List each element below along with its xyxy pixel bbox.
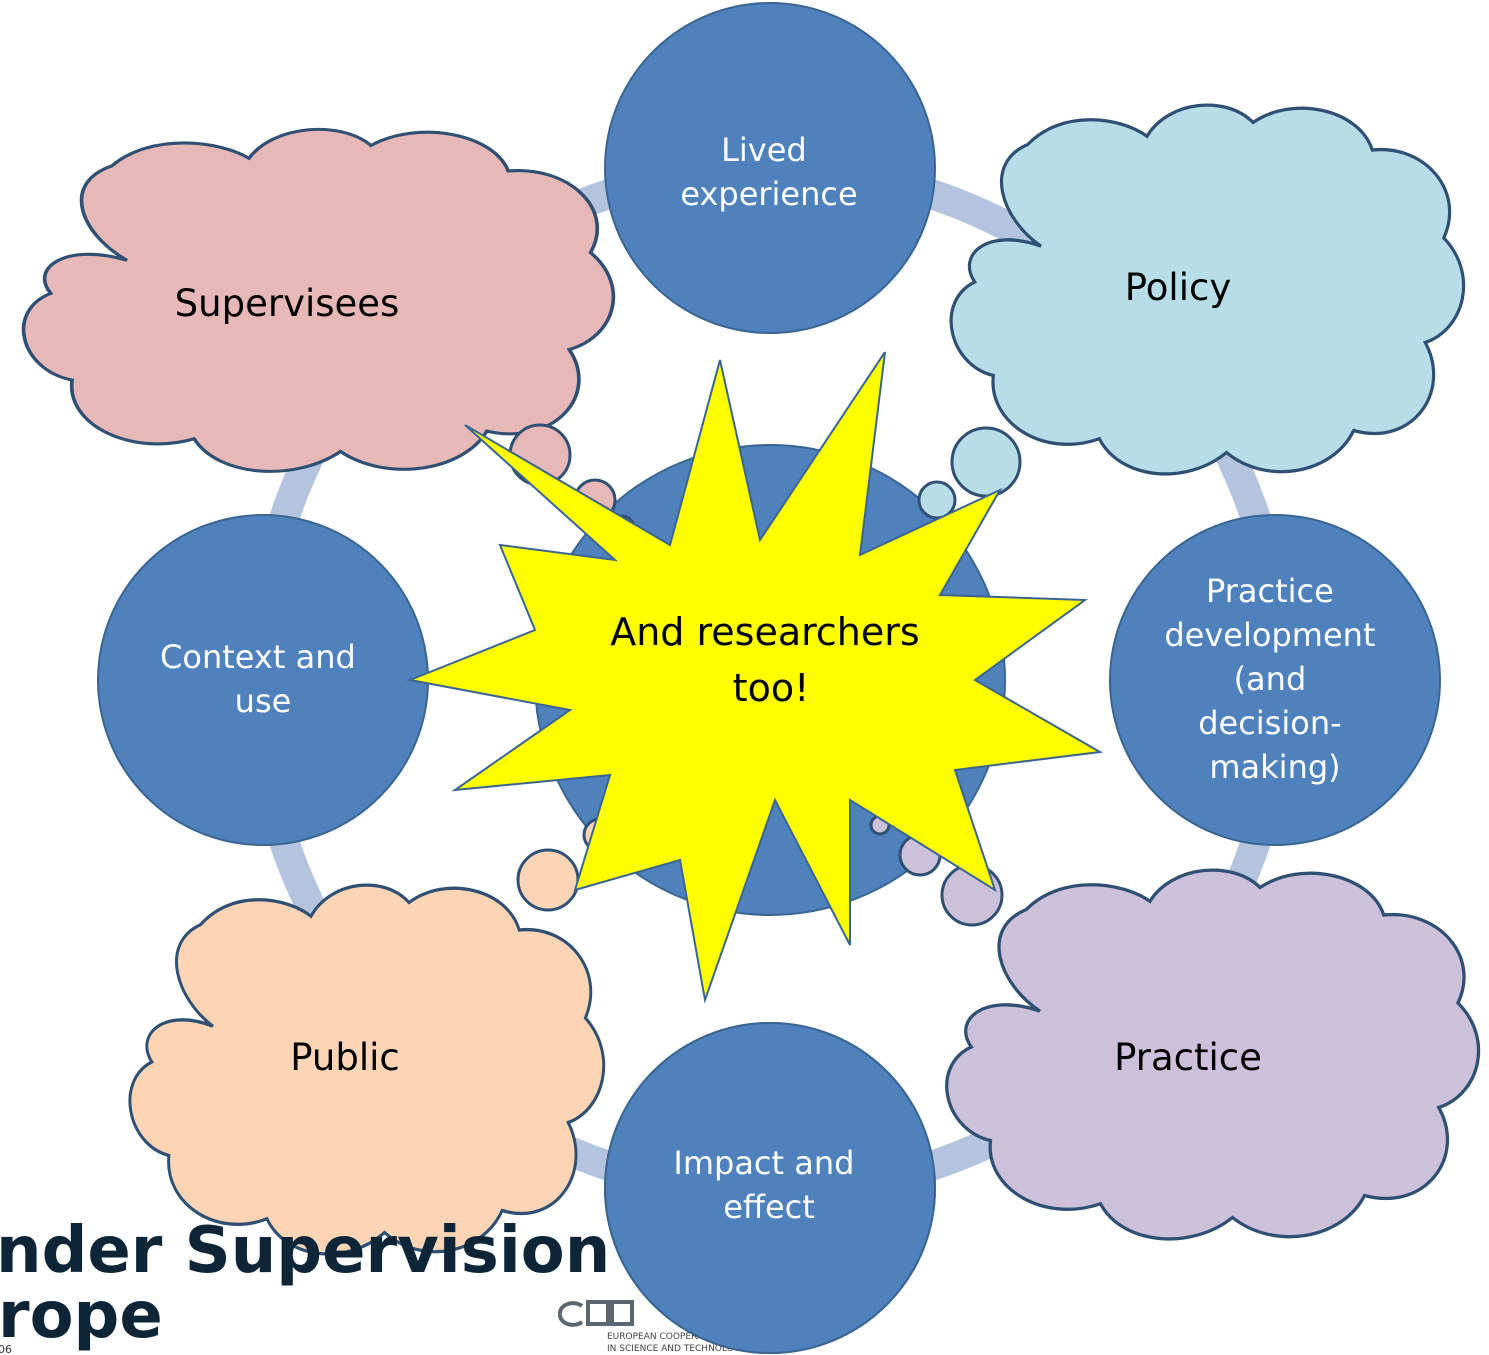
node-lived-experience: Lived experience [604, 2, 936, 334]
cloud-practice: Practice [869, 814, 1481, 1241]
cost-logo: EUROPEAN COOPERATION IN SCIENCE AND TECH… [557, 1300, 746, 1354]
cost-logo-mark-icon [557, 1301, 584, 1327]
node-context-and-use: Context and use [97, 514, 429, 846]
cloud-practice-label: Practice [1114, 1036, 1262, 1079]
node-impact-overlay: Impact and effect [604, 1022, 936, 1354]
logo-code: 06 [0, 1343, 12, 1355]
starburst-label: And researchers too! [610, 610, 932, 710]
logo-line2: rope [0, 1279, 163, 1353]
project-logo: nder Supervision rope 06 [0, 1214, 610, 1355]
node-practice-development-label: Practice development (and decision- maki… [1164, 572, 1385, 786]
logo-line1: nder Supervision [0, 1214, 610, 1288]
cloud-policy: Policy [917, 103, 1466, 520]
cost-line1: EUROPEAN COOPERATION [607, 1332, 724, 1342]
node-lived-experience-label: Lived experience [680, 131, 857, 213]
cloud-public: Public [128, 817, 618, 1256]
starburst-callout: And researchers too! [406, 351, 1104, 1004]
node-context-and-use-label: Context and use [160, 638, 366, 720]
node-impact-overlay-label: Impact and effect [673, 1144, 864, 1226]
node-practice-development: Practice development (and decision- maki… [1109, 514, 1441, 846]
cloud-policy-label: Policy [1125, 266, 1231, 309]
cloud-supervisees-label: Supervisees [175, 282, 400, 325]
cloud-public-label: Public [290, 1036, 400, 1079]
cost-line2: IN SCIENCE AND TECHNOLOGY [607, 1344, 746, 1354]
